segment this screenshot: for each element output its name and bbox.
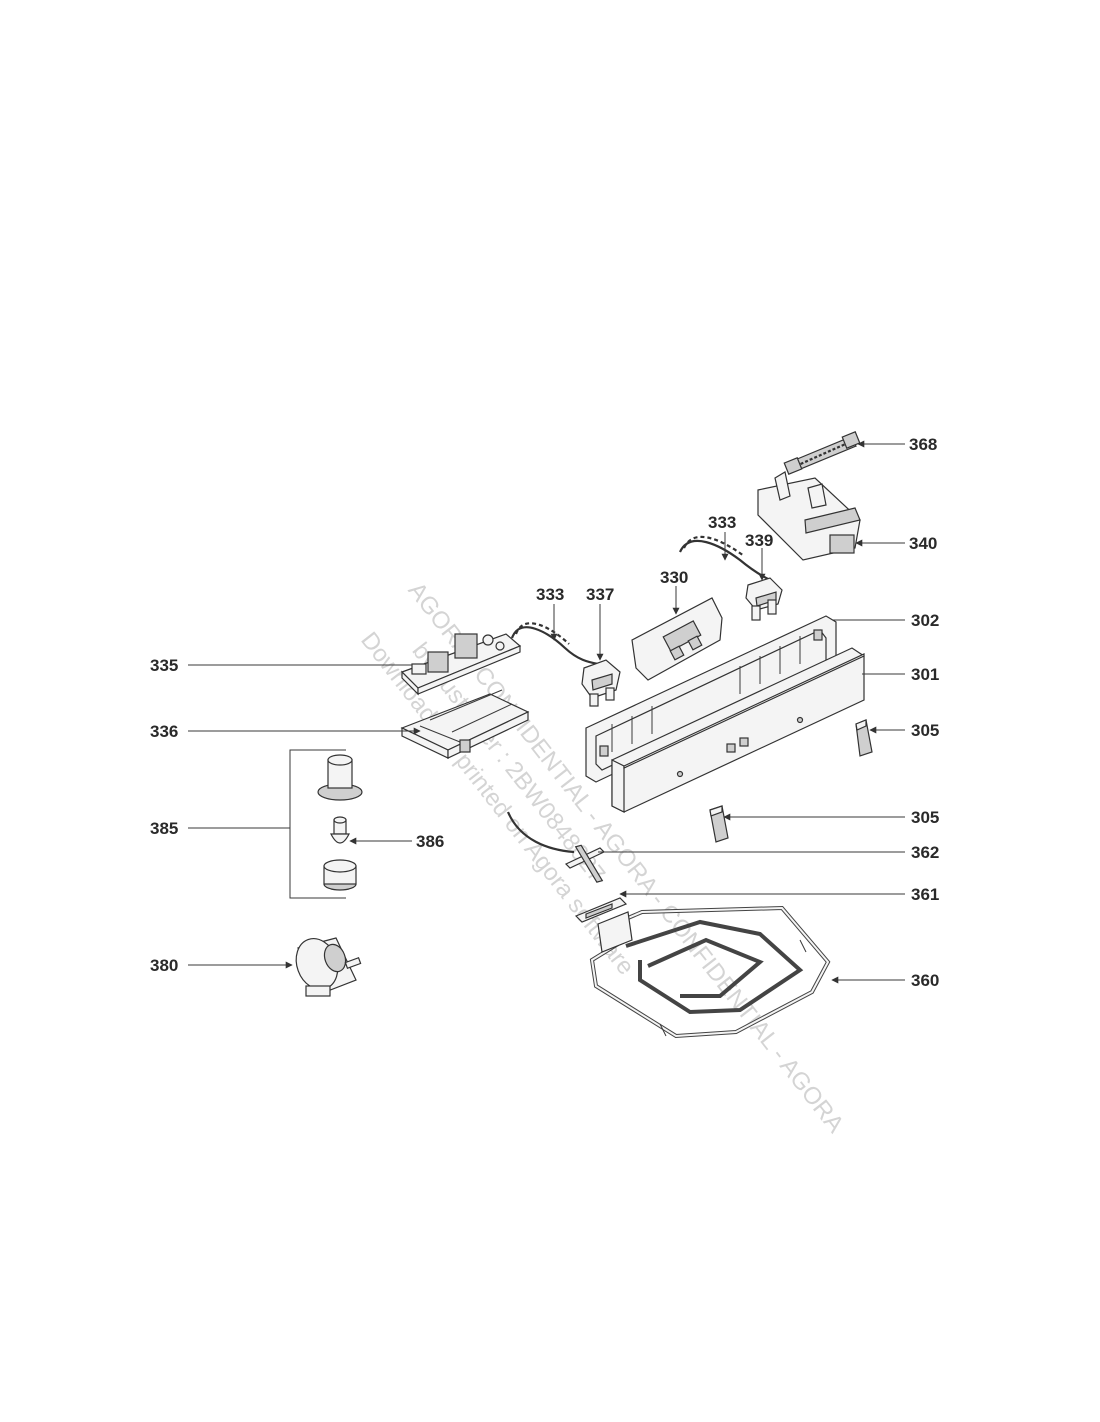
label-335: 335: [150, 656, 178, 675]
label-305-upper: 305: [911, 721, 939, 740]
part-305-knob-lower[interactable]: [709, 805, 729, 843]
label-339: 339: [745, 531, 773, 550]
label-340: 340: [909, 534, 937, 553]
part-385-lamp-cover[interactable]: [323, 859, 357, 891]
label-380: 380: [150, 956, 178, 975]
leader-lines: [188, 440, 905, 984]
part-362-temperature-sensor[interactable]: [506, 811, 612, 884]
label-361: 361: [911, 885, 939, 904]
part-368-ribbon-cable[interactable]: [783, 431, 861, 475]
part-337-switch[interactable]: [581, 659, 621, 707]
label-330: 330: [660, 568, 688, 587]
part-385-lamp-holder[interactable]: [317, 754, 363, 801]
label-385: 385: [150, 819, 178, 838]
label-305-lower: 305: [911, 808, 939, 827]
label-368: 368: [909, 435, 937, 454]
label-302: 302: [911, 611, 939, 630]
part-305-knob-upper[interactable]: [855, 719, 873, 757]
part-336-tray-frame[interactable]: [400, 689, 530, 759]
label-336: 336: [150, 722, 178, 741]
part-339-switch[interactable]: [745, 577, 783, 621]
part-386-bulb[interactable]: [330, 816, 350, 844]
label-360: 360: [911, 971, 939, 990]
part-labels: 368 340 333 339 330 333 337 302 335 301 …: [150, 435, 939, 990]
label-301: 301: [911, 665, 939, 684]
part-301-front-panel[interactable]: [611, 647, 865, 813]
part-330-control-board[interactable]: [631, 597, 723, 681]
part-360-grill-element[interactable]: [589, 905, 831, 1039]
part-361-terminal-plate[interactable]: [574, 897, 628, 923]
label-337: 337: [586, 585, 614, 604]
part-340-module[interactable]: [757, 471, 861, 561]
label-386: 386: [416, 832, 444, 851]
part-385-lamp-assembly[interactable]: [289, 749, 346, 899]
part-333-lower-wire-harness[interactable]: [510, 622, 599, 666]
part-335-power-board[interactable]: [400, 633, 522, 696]
label-333-lower: 333: [536, 585, 564, 604]
label-362: 362: [911, 843, 939, 862]
part-302-control-panel-frame[interactable]: [585, 615, 837, 783]
label-333-upper: 333: [708, 513, 736, 532]
part-380-motor[interactable]: [289, 933, 362, 997]
